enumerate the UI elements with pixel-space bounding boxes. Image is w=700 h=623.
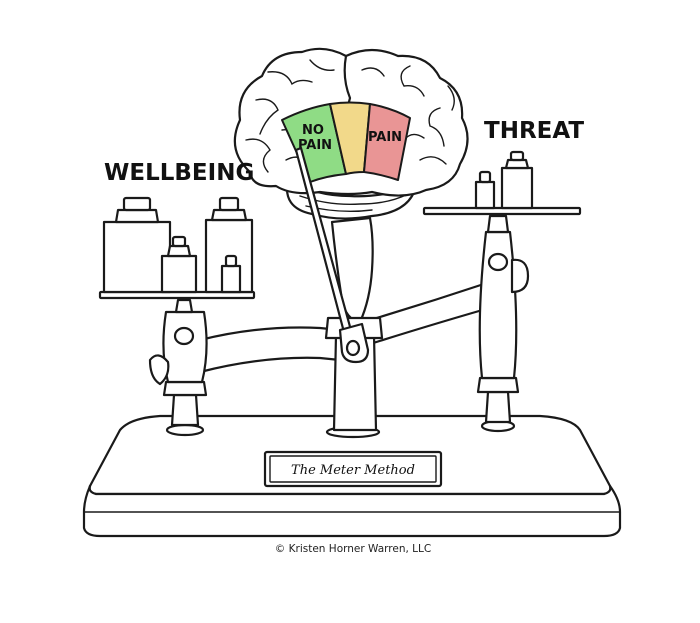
meter-method-plaque: The Meter Method	[263, 450, 443, 488]
no-pain-label-line1: NO	[302, 123, 324, 138]
no-pain-label-line2: PAIN	[298, 138, 332, 153]
meter-needle-icon	[294, 146, 370, 364]
pain-label: PAIN	[368, 130, 402, 145]
meter-segment-pain	[363, 103, 411, 181]
wellbeing-label: WELLBEING	[104, 160, 254, 186]
copyright-credit: © Kristen Horner Warren, LLC	[275, 543, 431, 555]
threat-post	[476, 214, 530, 424]
weight-icon	[160, 235, 198, 294]
threat-label: THREAT	[484, 118, 584, 144]
weight-icon	[102, 196, 172, 294]
wellbeing-weights	[102, 196, 254, 294]
weight-icon	[500, 150, 534, 210]
pain-meter: NO PAIN PAIN	[281, 101, 411, 183]
threat-weights	[474, 150, 534, 210]
weight-icon	[474, 170, 496, 210]
weight-icon	[220, 254, 242, 294]
plaque-text: The Meter Method	[291, 463, 415, 478]
wellbeing-post	[148, 298, 208, 427]
